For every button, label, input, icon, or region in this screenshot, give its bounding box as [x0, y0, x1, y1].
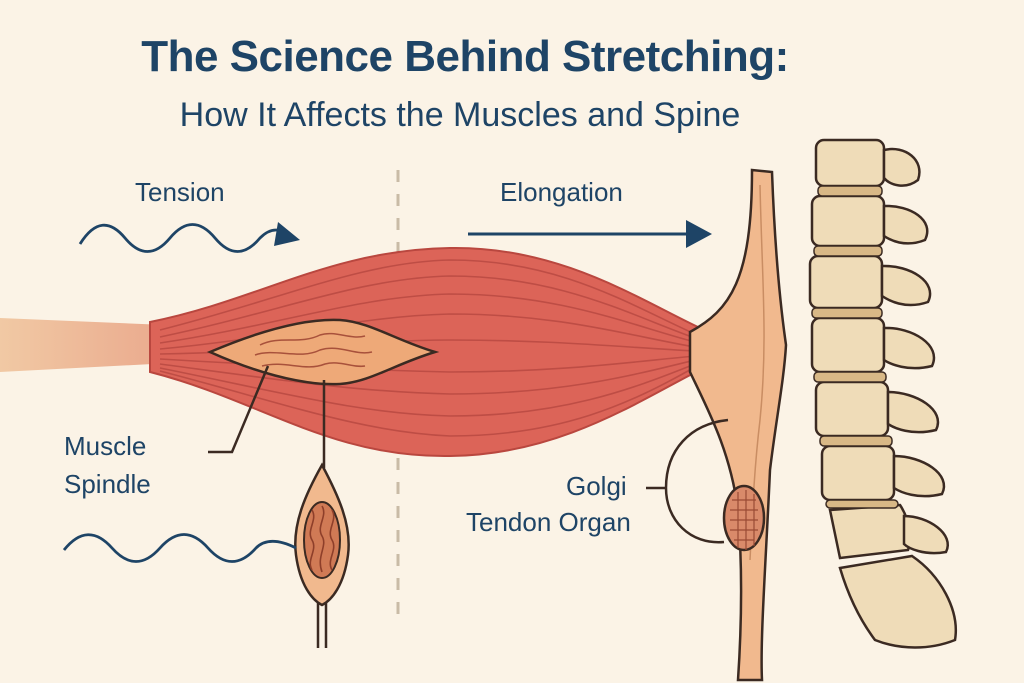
elongation-arrowhead — [686, 220, 712, 248]
spindle-nerve-lower — [316, 600, 328, 648]
tension-wave — [78, 223, 285, 253]
spinous-processes — [880, 147, 949, 555]
left-tendon — [0, 318, 190, 372]
spine — [808, 138, 958, 649]
enlarged-spindle-core — [303, 501, 341, 579]
vertebra — [810, 194, 886, 248]
spine-discs — [811, 185, 899, 509]
vertebra — [814, 138, 886, 188]
golgi-pointer — [646, 418, 729, 544]
signal-wave — [62, 533, 297, 563]
muscle-spindle-label-line1: Muscle — [64, 431, 147, 461]
vertebra — [828, 503, 912, 560]
vertebra — [810, 316, 886, 374]
muscle-spindle-pointer — [208, 365, 270, 454]
diagram-subtitle: How It Affects the Muscles and Spine — [179, 96, 741, 134]
golgi-label-line2: Tendon Organ — [466, 507, 631, 537]
vertebra — [820, 444, 896, 502]
golgi-pattern — [730, 490, 758, 550]
vertebra — [808, 254, 884, 310]
muscle-spindle-label-line2: Spindle — [64, 469, 151, 499]
golgi-label-line1: Golgi — [566, 471, 627, 501]
sacrum — [838, 554, 958, 649]
muscle-spindle-fibers — [254, 332, 373, 368]
enlarged-spindle-waves — [309, 505, 335, 573]
diagram-title: The Science Behind Stretching: — [141, 32, 789, 81]
tension-arrowhead — [274, 222, 300, 246]
vertebra — [814, 380, 890, 438]
elongation-label: Elongation — [500, 177, 623, 207]
tension-label: Tension — [135, 177, 225, 207]
